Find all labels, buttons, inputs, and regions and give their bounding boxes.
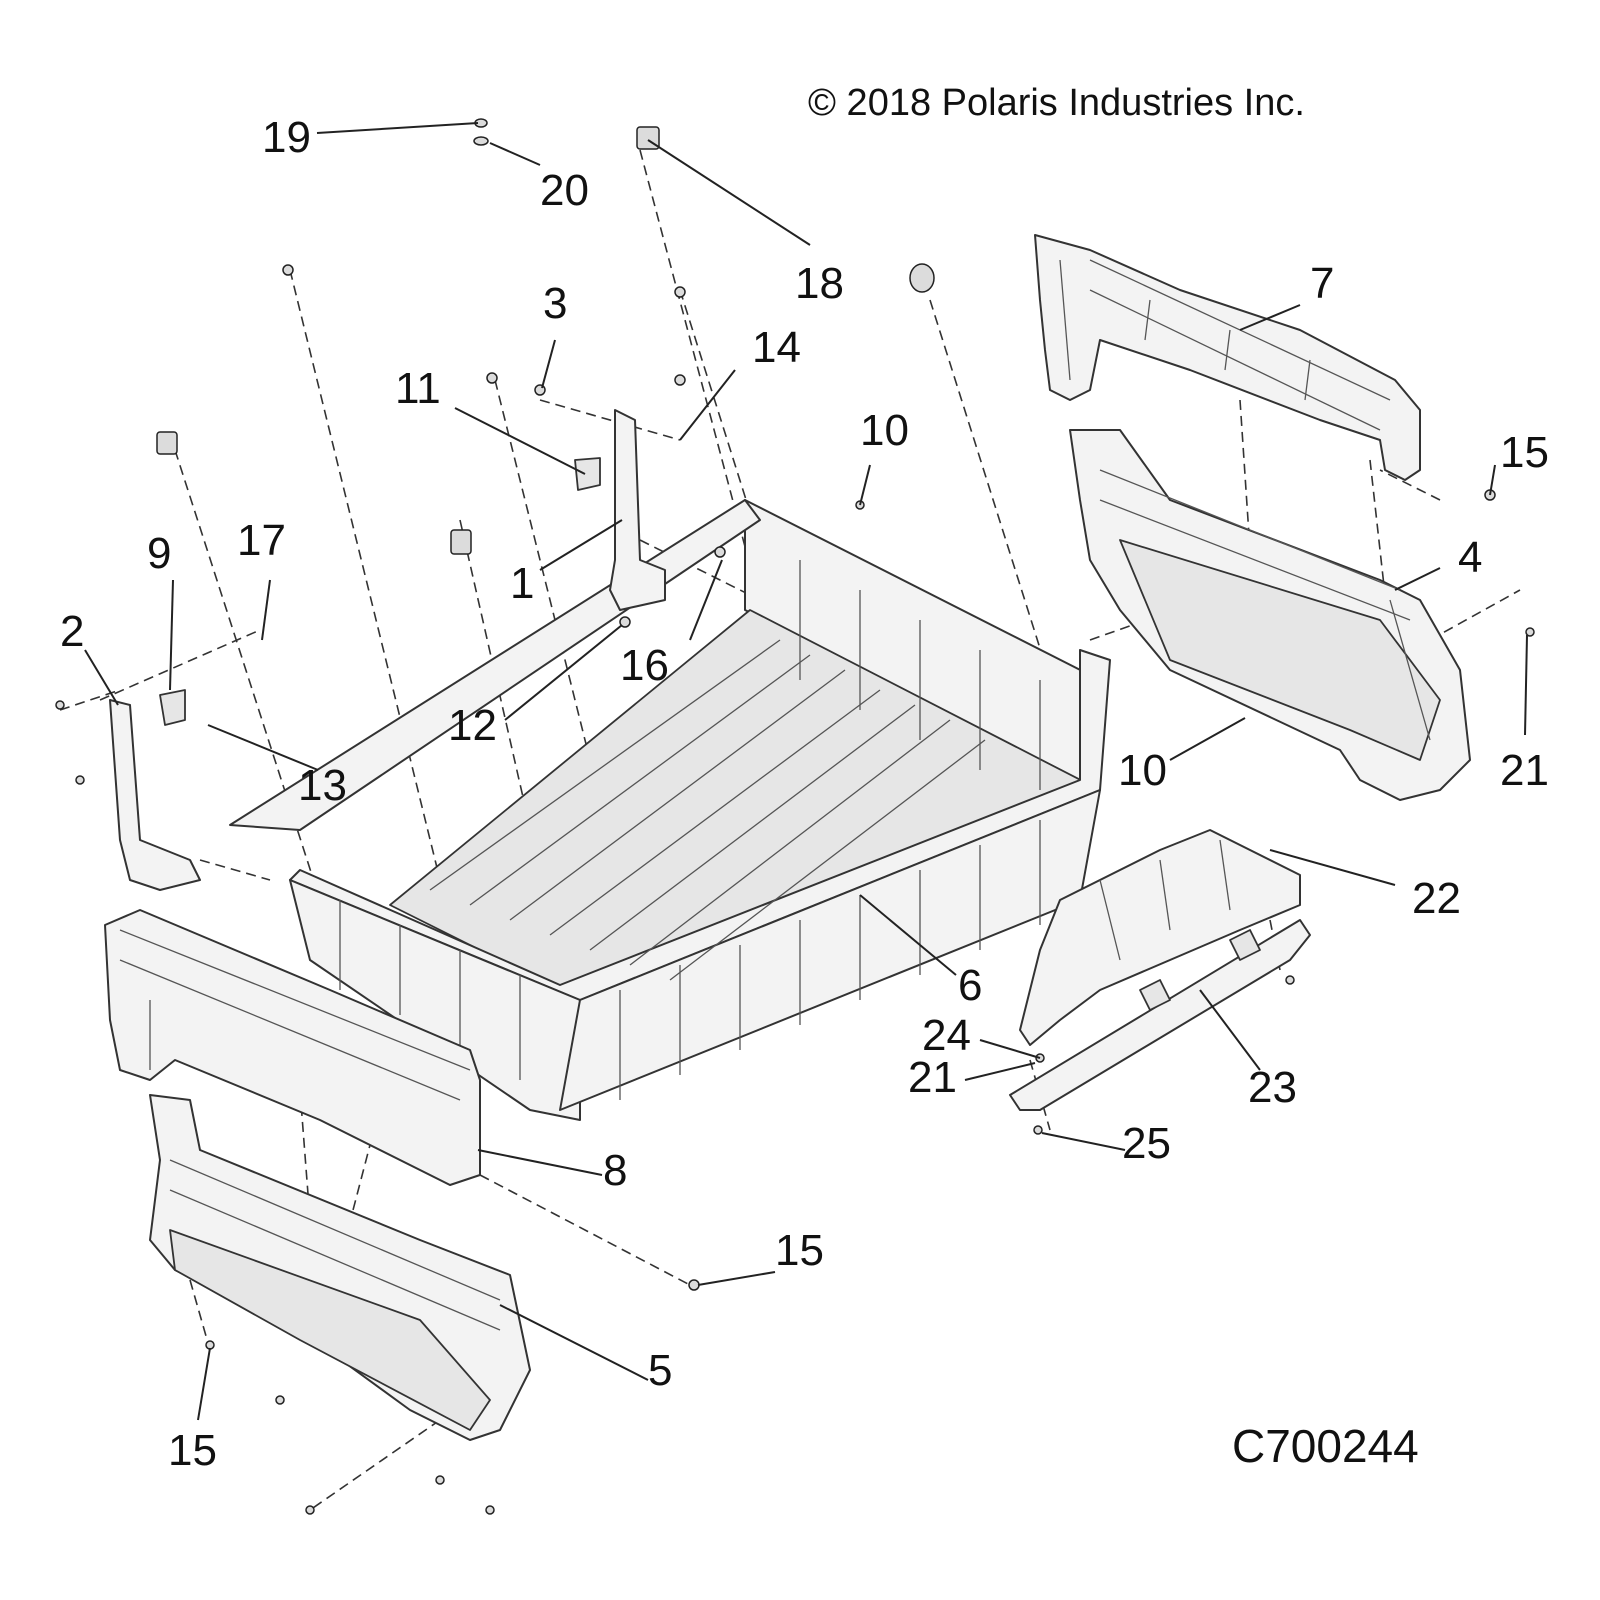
callout-11: 11	[395, 364, 441, 413]
callout-20: 20	[540, 166, 589, 215]
part-9-clip	[159, 689, 186, 726]
callout-23: 23	[1248, 1063, 1297, 1112]
leader-lines	[84, 122, 1528, 1421]
callout-15-middle: 15	[775, 1226, 824, 1275]
callout-9: 9	[147, 529, 171, 578]
callout-7: 7	[1310, 259, 1334, 308]
part-11-clip	[574, 457, 601, 491]
callout-15-right: 15	[1500, 428, 1549, 477]
callout-13: 13	[298, 761, 347, 810]
callout-16: 16	[620, 641, 669, 690]
callout-6: 6	[958, 961, 982, 1010]
callout-22: 22	[1412, 874, 1461, 923]
part-2-bracket	[109, 699, 201, 891]
callout-4: 4	[1458, 533, 1482, 582]
part-4-right-side-panel	[1069, 429, 1471, 801]
callout-15-bottom: 15	[168, 1426, 217, 1475]
callout-5: 5	[648, 1346, 672, 1395]
callout-14: 14	[752, 323, 801, 372]
copyright-notice: © 2018 Polaris Industries Inc.	[808, 82, 1305, 124]
callout-8: 8	[603, 1146, 627, 1195]
callout-18: 18	[795, 259, 844, 308]
callout-1: 1	[510, 559, 534, 608]
part-5-left-side-panel	[149, 1094, 531, 1441]
part-8-left-upper-rail	[104, 909, 481, 1186]
callout-24: 24	[922, 1011, 971, 1060]
callout-labels: 19 20 18 3 14 11 10 7 15 4 1 16 9 17 2 1…	[60, 113, 1549, 1475]
callout-21-right: 21	[1500, 746, 1549, 795]
callout-10-right: 10	[1118, 746, 1167, 795]
callout-21-lower: 21	[908, 1053, 957, 1102]
callout-12: 12	[448, 701, 497, 750]
part-7-right-upper-rail	[1034, 234, 1421, 481]
part-1-bracket	[609, 409, 666, 611]
callout-19: 19	[262, 113, 311, 162]
part-23-bracket	[1009, 919, 1311, 1111]
callout-25: 25	[1122, 1119, 1171, 1168]
callout-2: 2	[60, 607, 84, 656]
drawing-number: C700244	[1232, 1420, 1419, 1472]
callout-3: 3	[543, 279, 567, 328]
callout-10-top: 10	[860, 406, 909, 455]
part-22-shield	[1019, 829, 1301, 1046]
callout-17: 17	[237, 516, 286, 565]
